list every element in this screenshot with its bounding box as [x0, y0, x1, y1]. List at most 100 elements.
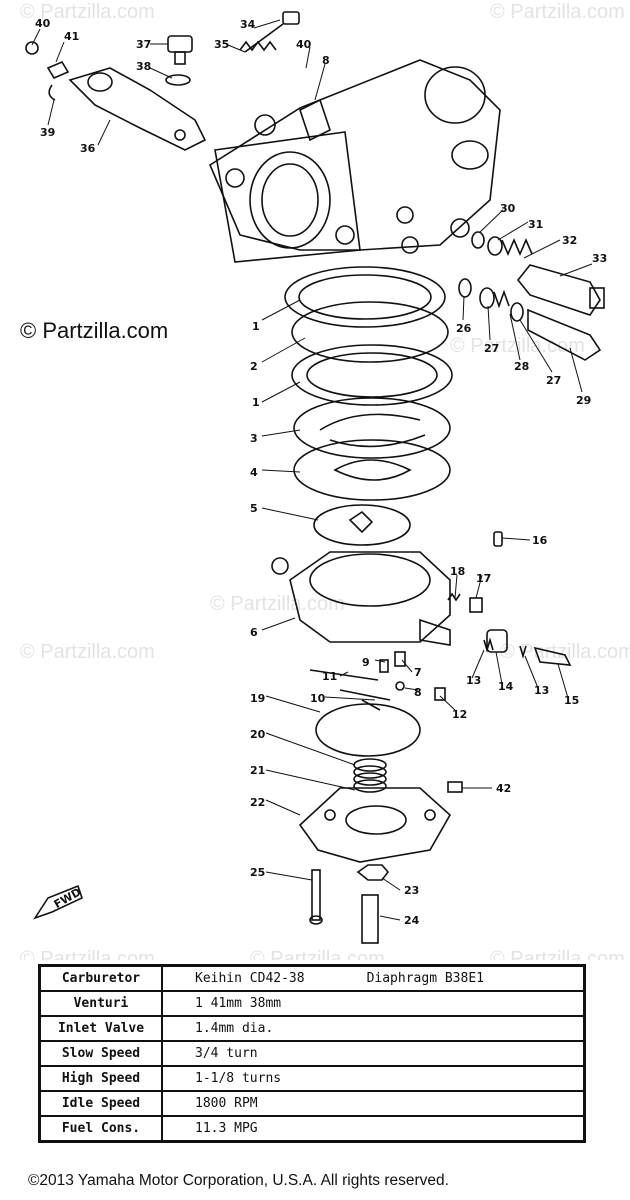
callout-2: 2 [250, 360, 258, 373]
plate-3 [293, 397, 451, 459]
spec-value: Keihin CD42-38 [195, 971, 305, 986]
callout-13: 13 [466, 674, 481, 687]
callout-12: 12 [452, 708, 467, 721]
callout-38: 38 [136, 60, 151, 73]
fwd-arrow: FWD [33, 884, 83, 920]
spec-value-cell: 1800 RPM [161, 1090, 586, 1117]
gasket-1 [284, 266, 446, 328]
spring-20 [353, 758, 387, 793]
spec-label: Idle Speed [38, 1090, 163, 1117]
callout-9: 9 [362, 656, 370, 669]
callout-10: 10 [310, 692, 326, 705]
callout-36: 36 [80, 142, 96, 155]
gasket-1b [291, 344, 453, 406]
leader-lines [31, 19, 593, 921]
throttle-lever [25, 41, 207, 151]
spec-value: 1-1/8 turns [195, 1071, 282, 1086]
watermark: © Partzilla.com [20, 948, 155, 960]
watermark: © Partzilla.com [20, 641, 155, 663]
callout-5: 5 [250, 502, 258, 515]
callout-22: 22 [250, 796, 265, 809]
callout-16: 16 [532, 534, 548, 547]
diaphragm-2 [291, 301, 449, 363]
callout-37: 37 [136, 38, 151, 51]
callout-42: 42 [496, 782, 511, 795]
callout-28: 28 [514, 360, 529, 373]
callout-6: 6 [250, 626, 258, 639]
spec-value: 1 41mm 38mm [195, 996, 282, 1011]
callout-34: 34 [240, 18, 256, 31]
cover-22 [298, 781, 463, 863]
callout-27: 27 [484, 342, 499, 355]
nut-23 [356, 864, 390, 944]
watermark: © Partzilla.com [210, 593, 345, 615]
watermark: © Partzilla.com [490, 948, 625, 960]
callout-17: 17 [476, 572, 491, 585]
spec-value-cell: 1-1/8 turns [161, 1065, 586, 1092]
idle-screw [165, 35, 193, 86]
plate-5 [313, 504, 411, 546]
spec-row: High Speed 1-1/8 turns [38, 1065, 586, 1092]
callout-labels: 40 41 39 36 37 38 34 35 40 8 30 31 32 33… [35, 17, 607, 927]
callout-39: 39 [40, 126, 55, 139]
callout-19: 19 [250, 692, 265, 705]
callout-15: 15 [564, 694, 579, 707]
spec-row: Fuel Cons. 11.3 MPG [38, 1115, 586, 1143]
callout-29: 29 [576, 394, 591, 407]
spec-value-secondary: Diaphragm B38E1 [366, 971, 484, 986]
callout-35: 35 [214, 38, 229, 51]
callout-18: 18 [450, 565, 465, 578]
callout-1: 1 [252, 320, 260, 333]
watermark: © Partzilla.com [250, 948, 385, 960]
high-speed-needle [471, 231, 605, 316]
callout-7: 7 [414, 666, 422, 679]
spec-row: Inlet Valve 1.4mm dia. [38, 1015, 586, 1042]
callout-3: 3 [250, 432, 258, 445]
diaphragm-19 [315, 699, 421, 757]
callout-30: 30 [500, 202, 516, 215]
spec-value-cell: 1 41mm 38mm [161, 990, 586, 1017]
callout-8b: 8 [414, 686, 422, 699]
spec-value: 11.3 MPG [195, 1121, 258, 1136]
callout-8: 8 [322, 54, 330, 67]
callout-11: 11 [322, 670, 337, 683]
bolt-25 [309, 869, 323, 925]
callout-20: 20 [250, 728, 266, 741]
callout-4: 4 [250, 466, 258, 479]
callout-40b: 40 [296, 38, 312, 51]
fwd-label: FWD [52, 885, 83, 911]
gasket-4 [293, 439, 451, 501]
spec-label: Inlet Valve [38, 1015, 163, 1042]
spec-label: Fuel Cons. [38, 1115, 163, 1143]
carburetor-body [208, 59, 501, 263]
spec-value-cell: 3/4 turn [161, 1040, 586, 1067]
callout-26: 26 [456, 322, 472, 335]
callout-32: 32 [562, 234, 577, 247]
callout-41: 41 [64, 30, 79, 43]
callout-21: 21 [250, 764, 265, 777]
callout-23: 23 [404, 884, 419, 897]
callout-33: 33 [592, 252, 607, 265]
callout-25: 25 [250, 866, 265, 879]
callout-40: 40 [35, 17, 51, 30]
spec-value: 1.4mm dia. [195, 1021, 274, 1036]
spec-label: High Speed [38, 1065, 163, 1092]
pump-body-6 [271, 551, 451, 646]
copyright-footer: ©2013 Yamaha Motor Corporation, U.S.A. A… [28, 1172, 449, 1189]
watermark: © Partzilla.com [490, 1, 625, 23]
callout-27b: 27 [546, 374, 561, 387]
watermark: © Partzilla.com [20, 1, 155, 23]
low-speed-needle [458, 278, 602, 361]
spec-value-cell: 1.4mm dia. [161, 1015, 586, 1042]
spec-label: Slow Speed [38, 1040, 163, 1067]
spec-value: 1800 RPM [195, 1096, 258, 1111]
spec-value-cell: 11.3 MPG [161, 1115, 586, 1143]
callout-1b: 1 [252, 396, 260, 409]
spec-row: Idle Speed 1800 RPM [38, 1090, 586, 1117]
spec-value-cell: Keihin CD42-38 Diaphragm B38E1 [161, 964, 586, 992]
carburetor-exploded-diagram: © Partzilla.com © Partzilla.com © Partzi… [20, 1, 630, 960]
